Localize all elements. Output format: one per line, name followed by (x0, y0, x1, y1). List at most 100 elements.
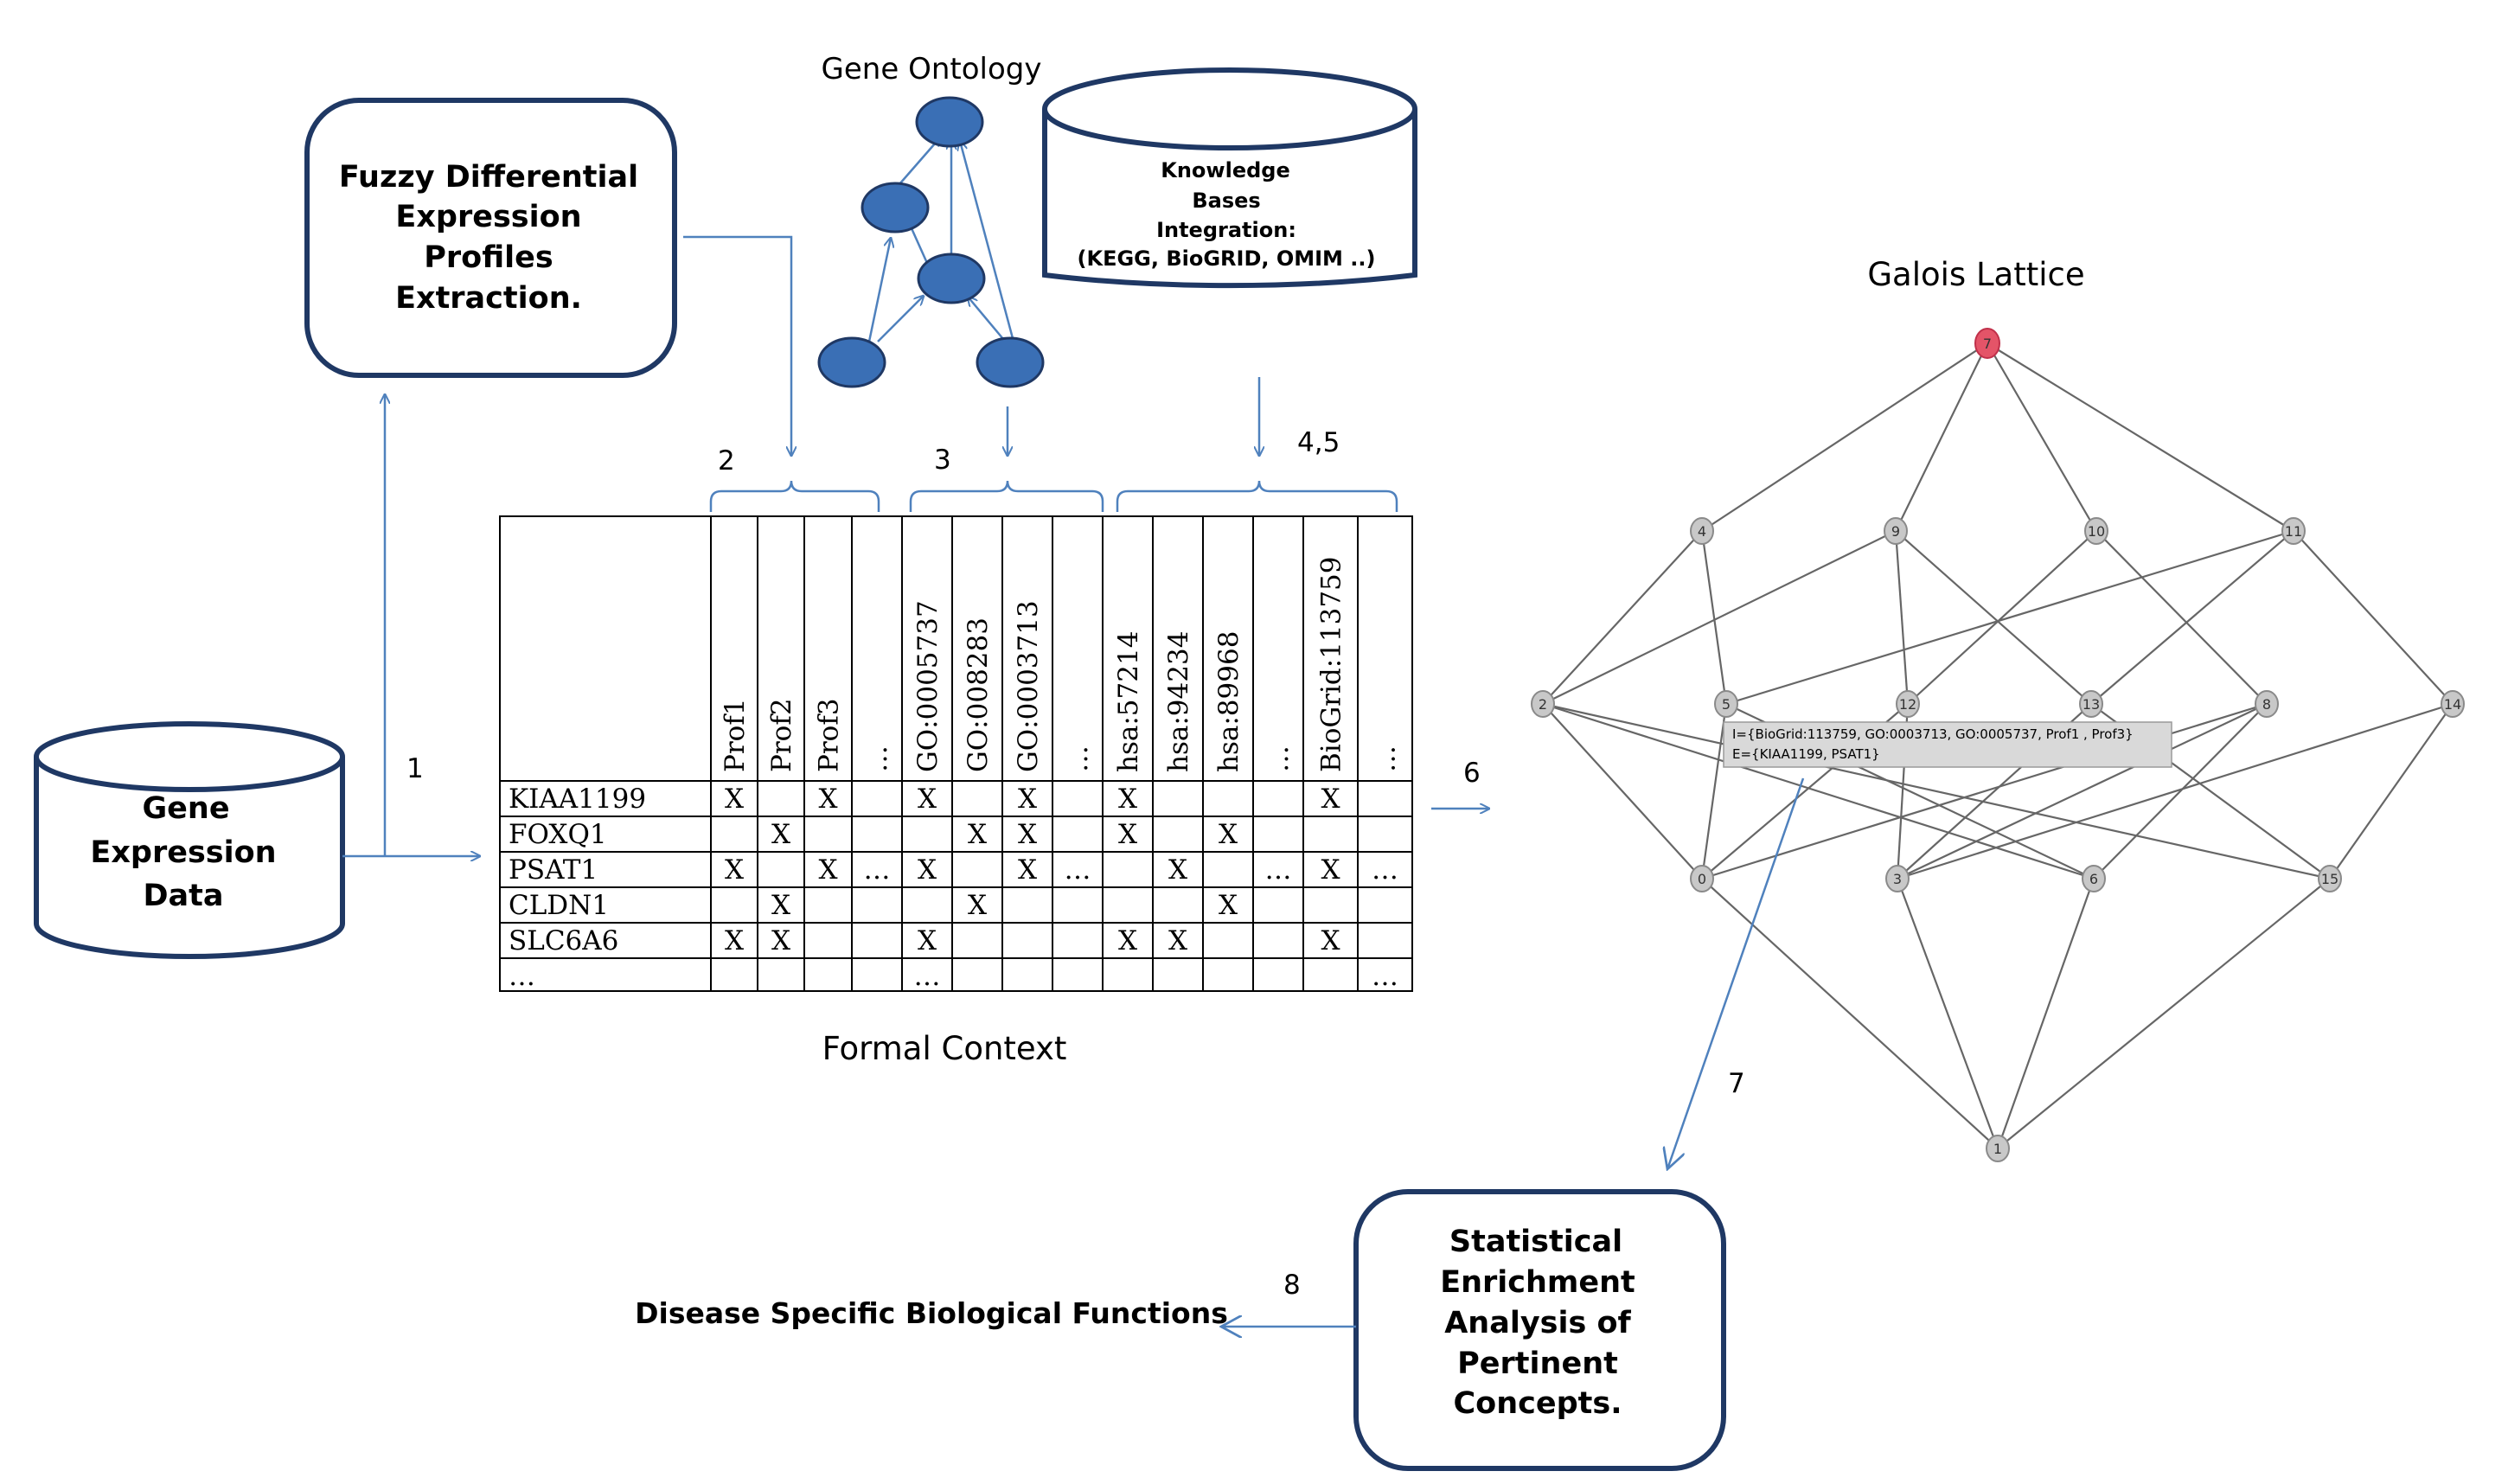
table-cell-mark: X (1118, 784, 1137, 815)
knowledge-line-3: Integration: (1156, 218, 1296, 242)
lattice-edge (2095, 530, 2268, 705)
lattice-node-label: 5 (1722, 696, 1731, 713)
table-cell-mark: X (818, 784, 837, 815)
lattice-edge (1894, 530, 1910, 705)
table-cell-mark: X (1321, 854, 1340, 886)
lattice-edge (1996, 878, 2095, 1149)
column-braces (709, 480, 1398, 512)
tooltip-intent: I={BioGrid:113759, GO:0003713, GO:000573… (1732, 726, 2134, 742)
table-cell-mark: X (968, 890, 987, 921)
stat-line-2: Enrichment (1440, 1265, 1635, 1300)
column-header: GO:0003713 (1013, 600, 1044, 772)
table-cell-mark: … (1372, 961, 1398, 992)
lattice-edge (1895, 530, 2092, 705)
lattice-node[interactable] (1974, 328, 2000, 359)
lattice-edge (1700, 703, 1728, 880)
lattice-node-label: 13 (2083, 696, 2100, 713)
lattice-edge (1897, 703, 2268, 880)
lattice-edge (1542, 703, 1703, 880)
table-cell-mark: X (968, 819, 987, 850)
gene-expression-cylinder: Gene Expression Data (34, 721, 345, 959)
lattice-edge (1895, 342, 1988, 532)
lattice-node[interactable] (2079, 690, 2103, 718)
lattice-edge (1896, 878, 1999, 1149)
tooltip-extent: E={KIAA1199, PSAT1} (1732, 746, 1880, 762)
lattice-node-label: 8 (2262, 696, 2271, 713)
lattice-edge (1907, 530, 2097, 705)
fuzzy-line-3: Profiles (424, 240, 553, 275)
step-label-1: 1 (406, 753, 424, 784)
lattice-node-label: 1 (1993, 1141, 2002, 1157)
table-cell-mark: X (1321, 784, 1340, 815)
lattice-node[interactable] (2281, 517, 2306, 545)
lattice-node[interactable] (1690, 517, 1714, 545)
table-cell-mark: X (1321, 925, 1340, 956)
lattice-edge (1997, 878, 2331, 1149)
gene-ontology-graph: Gene Ontology (817, 52, 1045, 388)
lattice-edge (1725, 529, 2294, 706)
lattice-node[interactable] (2441, 690, 2465, 718)
table-cell-mark: X (918, 925, 937, 956)
table-cell-mark: X (725, 925, 744, 956)
lattice-node-label: 15 (2321, 871, 2338, 887)
fuzzy-line-2: Expression (395, 200, 581, 234)
column-header: GO:0005737 (912, 600, 944, 772)
column-header: hsa:57214 (1113, 631, 1144, 772)
table-cell-mark: X (918, 854, 937, 886)
column-header: … (862, 745, 893, 772)
table-cell-mark: X (771, 819, 790, 850)
lattice-edge (1700, 530, 1728, 705)
lattice-node[interactable] (1986, 1135, 2010, 1162)
lattice-node-label: 4 (1698, 523, 1706, 540)
lattice-edge (1542, 702, 2095, 880)
gene-expression-line-3: Data (143, 879, 223, 913)
table-cell-mark: … (1065, 854, 1091, 886)
knowledge-line-2: Bases (1192, 189, 1260, 213)
disease-functions-label: Disease Specific Biological Functions (635, 1296, 1228, 1330)
column-header: Prof2 (766, 698, 797, 772)
lattice-edge (1701, 878, 1999, 1149)
lattice-node[interactable] (1531, 690, 1555, 718)
lattice-edge (2093, 703, 2268, 880)
lattice-node[interactable] (1896, 690, 1920, 718)
formal-context-label: Formal Context (822, 1030, 1067, 1067)
table-cell-mark: … (914, 961, 941, 992)
lattice-node[interactable] (2082, 865, 2106, 892)
table-cell-mark: X (725, 854, 744, 886)
arrow-step-7 (1667, 777, 1805, 1169)
lattice-node-label: 11 (2285, 523, 2302, 540)
table-cell-mark: X (1219, 819, 1238, 850)
table-cell-mark: X (1219, 890, 1238, 921)
lattice-node-label: 6 (2089, 871, 2098, 887)
lattice-node[interactable] (1884, 517, 1908, 545)
lattice-node-label: 10 (2088, 523, 2105, 540)
lattice-tooltip: I={BioGrid:113759, GO:0003713, GO:000573… (1723, 721, 2172, 768)
lattice-node-label: 7 (1983, 336, 1992, 352)
table-cell-mark: X (1018, 819, 1037, 850)
lattice-node-label: 0 (1698, 871, 1706, 887)
gene-name: FOXQ1 (509, 819, 607, 850)
table-cell-mark: X (1018, 784, 1037, 815)
statistical-enrichment-box: Statistical Enrichment Analysis of Perti… (1353, 1189, 1726, 1471)
step-label-3: 3 (934, 445, 951, 476)
lattice-edge (1897, 702, 2454, 880)
lattice-node[interactable] (2318, 865, 2342, 892)
lattice-node[interactable] (1714, 690, 1738, 718)
lattice-node-label: 9 (1891, 523, 1900, 540)
lattice-node[interactable] (2084, 517, 2108, 545)
fuzzy-extraction-box: Fuzzy Differential Expression Profiles E… (304, 98, 677, 378)
column-header: BioGrid:113759 (1316, 557, 1347, 772)
lattice-node[interactable] (1885, 865, 1910, 892)
lattice-node[interactable] (1690, 865, 1714, 892)
table-cell-mark: … (1265, 854, 1292, 886)
lattice-node-label: 3 (1893, 871, 1902, 887)
lattice-edge (2329, 703, 2454, 880)
lattice-node[interactable] (2255, 690, 2279, 718)
stat-line-3: Analysis of (1444, 1306, 1631, 1340)
table-cell-mark: X (725, 784, 744, 815)
step-label-2: 2 (718, 445, 735, 477)
gene-name: SLC6A6 (509, 925, 618, 956)
column-header: … (1371, 745, 1402, 772)
